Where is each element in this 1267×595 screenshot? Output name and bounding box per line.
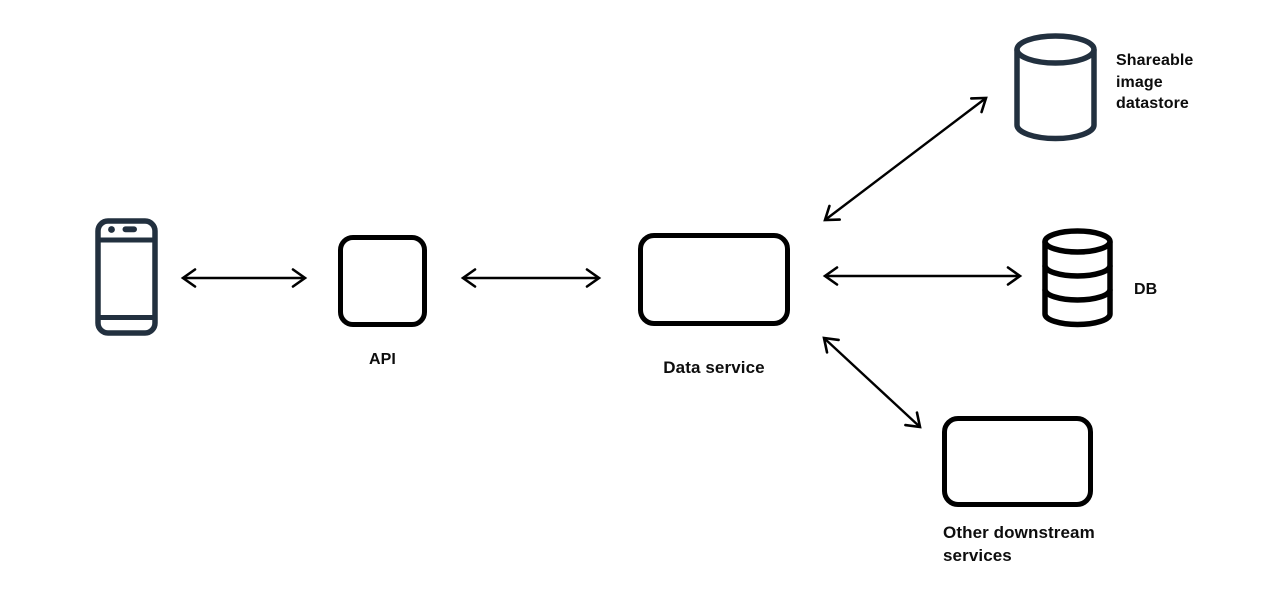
- shareable-datastore-label: Shareable image datastore: [1116, 52, 1194, 112]
- other-services-node: [942, 416, 1093, 507]
- db-node: [1042, 228, 1113, 328]
- arrow-dataservice-datastore: [823, 96, 988, 222]
- other-services-label: Other downstream services: [943, 523, 1095, 565]
- client-node: [95, 218, 158, 336]
- db-label: DB: [1134, 281, 1158, 298]
- data-service-label: Data service: [663, 358, 765, 377]
- api-node: [338, 235, 427, 327]
- database-stack-icon: [1042, 228, 1113, 328]
- shareable-datastore-node: [1014, 33, 1097, 142]
- arrow-dataservice-otherservices: [822, 336, 922, 429]
- data-service-node: [638, 233, 790, 326]
- database-cylinder-icon: [1014, 33, 1097, 142]
- smartphone-icon: [95, 218, 158, 336]
- api-label: API: [369, 351, 396, 368]
